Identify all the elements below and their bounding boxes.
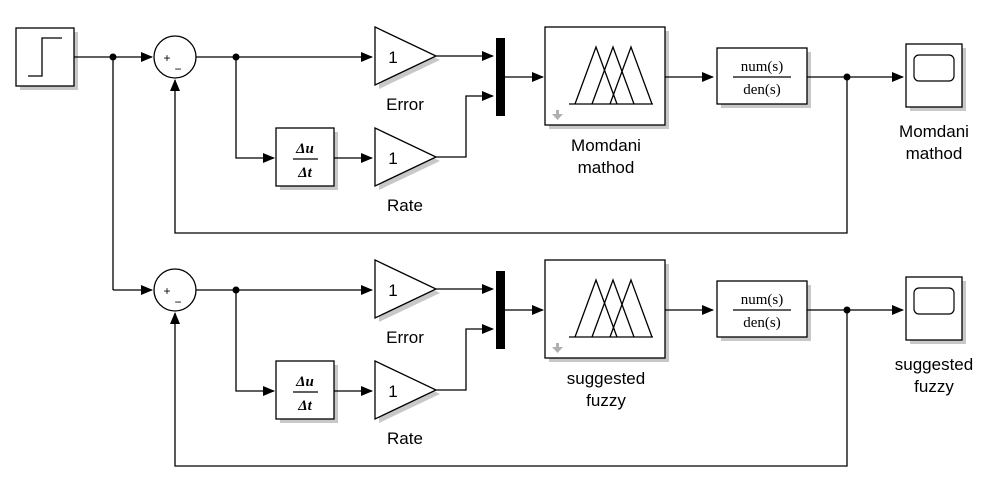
tf-numerator: num(s) (741, 292, 784, 308)
tf-denominator: den(s) (743, 315, 781, 331)
minus-sign: − (174, 295, 181, 309)
derivative-numerator: Δu (295, 141, 314, 157)
step-output-wires (74, 52, 153, 295)
look-under-mask-icon[interactable] (552, 343, 563, 353)
scope-label-line2: mathod (906, 144, 963, 163)
plus-sign: + (163, 284, 170, 298)
membership-functions-icon (569, 45, 653, 105)
scope-label-line2: fuzzy (914, 377, 954, 396)
error-label: Error (386, 328, 424, 347)
fis-label-line2: mathod (578, 158, 635, 177)
error-gain-block[interactable]: 1 (374, 258, 440, 322)
rate-gain-block[interactable]: 1 (374, 126, 440, 190)
plus-sign: + (163, 51, 170, 65)
fuzzy-logic-controller-block[interactable] (544, 259, 669, 362)
sum-block[interactable]: +− (153, 35, 197, 79)
scope-label-line1: Momdani (899, 122, 969, 141)
scope-block[interactable] (905, 43, 966, 111)
tf-numerator: num(s) (741, 59, 784, 75)
fis-label-line1: Momdani (571, 136, 641, 155)
mux-block[interactable] (496, 271, 505, 349)
fis-label-line1: suggested (567, 369, 645, 388)
tf-denominator: den(s) (743, 82, 781, 98)
mux-block[interactable] (496, 38, 505, 116)
step-block[interactable] (15, 27, 78, 90)
derivative-numerator: Δu (295, 374, 314, 390)
sum-block[interactable]: +− (153, 268, 197, 312)
scope-screen-icon (913, 287, 955, 315)
error-gain-block[interactable]: 1 (374, 25, 440, 89)
rate-label: Rate (387, 429, 423, 448)
look-under-mask-icon[interactable] (552, 110, 563, 120)
control-loop-momdani: +−1ErrorΔuΔt1RateMomdanimathodnum(s)den(… (153, 25, 969, 234)
gain-value: 1 (388, 149, 397, 168)
gain-value: 1 (388, 48, 397, 67)
transfer-function-block[interactable]: num(s) den(s) (716, 47, 811, 108)
fuzzy-logic-controller-block[interactable] (544, 26, 669, 129)
derivative-denominator: Δt (297, 398, 312, 414)
rate-label: Rate (387, 196, 423, 215)
rate-gain-block[interactable]: 1 (374, 359, 440, 423)
gain-value: 1 (388, 382, 397, 401)
control-loop-suggested: +−1ErrorΔuΔt1Ratesuggestedfuzzynum(s)den… (153, 258, 973, 467)
transfer-function-block[interactable]: num(s) den(s) (716, 280, 811, 341)
step-icon (28, 37, 62, 77)
scope-label-line1: suggested (895, 355, 973, 374)
scope-block[interactable] (905, 276, 966, 344)
gain-value: 1 (388, 281, 397, 300)
minus-sign: − (174, 62, 181, 76)
membership-functions-icon (569, 278, 653, 338)
scope-screen-icon (913, 54, 955, 82)
error-label: Error (386, 95, 424, 114)
derivative-denominator: Δt (297, 165, 312, 181)
fis-label-line2: fuzzy (586, 391, 626, 410)
